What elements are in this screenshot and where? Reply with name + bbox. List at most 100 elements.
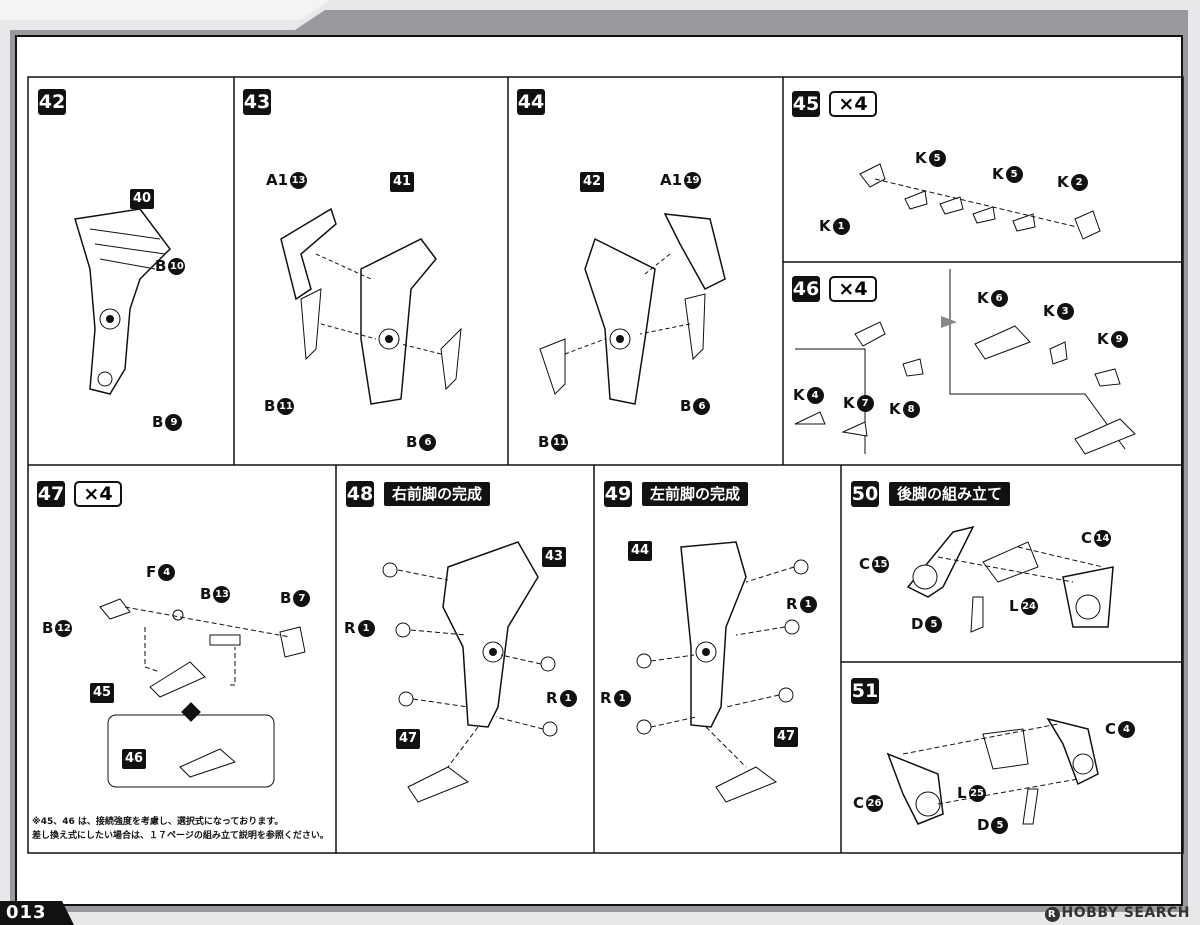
part-number: 26 [866, 794, 884, 812]
subassembly-ref: 44 [628, 541, 652, 561]
part-letter: B [280, 589, 292, 607]
part-number: 1 [559, 689, 577, 707]
part-letter: R [344, 619, 356, 637]
subassembly-ref: 43 [542, 547, 566, 567]
step-title: 左前脚の完成 [642, 482, 749, 506]
part-letter: C [1081, 529, 1093, 547]
part-number: 24 [1020, 597, 1038, 615]
part-letter: K [889, 400, 901, 418]
part-letter: R [786, 595, 798, 613]
step-title: 後脚の組み立て [889, 482, 1011, 506]
part-number: 9 [1110, 330, 1128, 348]
foot-assembly-illustration [99, 598, 306, 788]
subassembly-ref: 47 [396, 729, 420, 749]
step-number: 49 [604, 481, 632, 507]
step-number: 43 [243, 89, 271, 115]
part-letter: B [155, 257, 167, 275]
part-number: 15 [872, 555, 890, 573]
subassembly-ref: 45 [90, 683, 114, 703]
part-number: 12 [55, 619, 73, 637]
step-number: 45 [792, 91, 820, 117]
part-letter: B [680, 397, 692, 415]
part-letter: B [538, 433, 550, 451]
note-line: 差し換え式にしたい場合は、１７ページの組み立て説明を参照ください。 [32, 831, 329, 841]
quantity-multiplier: ×4 [829, 276, 877, 302]
left-foreleg-illustration [636, 541, 809, 803]
part-number: 6 [419, 433, 437, 451]
subassembly-ref: 42 [580, 172, 604, 192]
part-letter: B [42, 619, 54, 637]
part-letter: K [915, 149, 927, 167]
step-number: 47 [37, 481, 65, 507]
part-letter: K [819, 217, 831, 235]
step-number: 50 [851, 481, 879, 507]
part-number: 11 [551, 433, 569, 451]
leg-assembly-illustration [280, 207, 462, 405]
leg-assembly-illustration [539, 213, 726, 405]
part-letter: B [200, 585, 212, 603]
part-letter: B [152, 413, 164, 431]
step-title: 右前脚の完成 [384, 482, 491, 506]
claw-parts-illustration [859, 163, 1101, 240]
part-number: 1 [613, 689, 631, 707]
part-number: 1 [357, 619, 375, 637]
step-number: 48 [346, 481, 374, 507]
subassembly-ref: 47 [774, 727, 798, 747]
part-letter: C [1105, 720, 1117, 738]
part-letter: K [843, 394, 855, 412]
part-number: 6 [990, 289, 1008, 307]
selection-note: ※45、46 は、接続強度を考慮し、選択式になっております。 差し換え式にしたい… [32, 815, 332, 843]
watermark-text: HOBBY SEARCH [1061, 905, 1190, 921]
leg-assembly-illustration [74, 209, 171, 395]
part-letter: K [977, 289, 989, 307]
part-number: 5 [1005, 165, 1023, 183]
part-number: 6 [693, 397, 711, 415]
step-number: 51 [851, 678, 879, 704]
part-letter: L [957, 784, 967, 802]
hind-leg-illustration [886, 717, 1099, 825]
page-number: 013 [0, 901, 74, 925]
part-number: 4 [806, 386, 824, 404]
part-letter: K [793, 386, 805, 404]
part-letter: K [1043, 302, 1055, 320]
part-number: 11 [277, 397, 295, 415]
quantity-multiplier: ×4 [74, 481, 122, 507]
part-letter: R [600, 689, 612, 707]
note-line: ※45、46 は、接続強度を考慮し、選択式になっております。 [32, 817, 284, 827]
registered-icon: R [1044, 907, 1060, 922]
part-number: 25 [968, 784, 986, 802]
part-number: 7 [856, 394, 874, 412]
part-number: 1 [832, 217, 850, 235]
part-number: 4 [1118, 720, 1136, 738]
part-number: 8 [902, 400, 920, 418]
claw-assembly-illustration [794, 269, 1136, 455]
part-letter: R [546, 689, 558, 707]
part-number: 2 [1070, 173, 1088, 191]
